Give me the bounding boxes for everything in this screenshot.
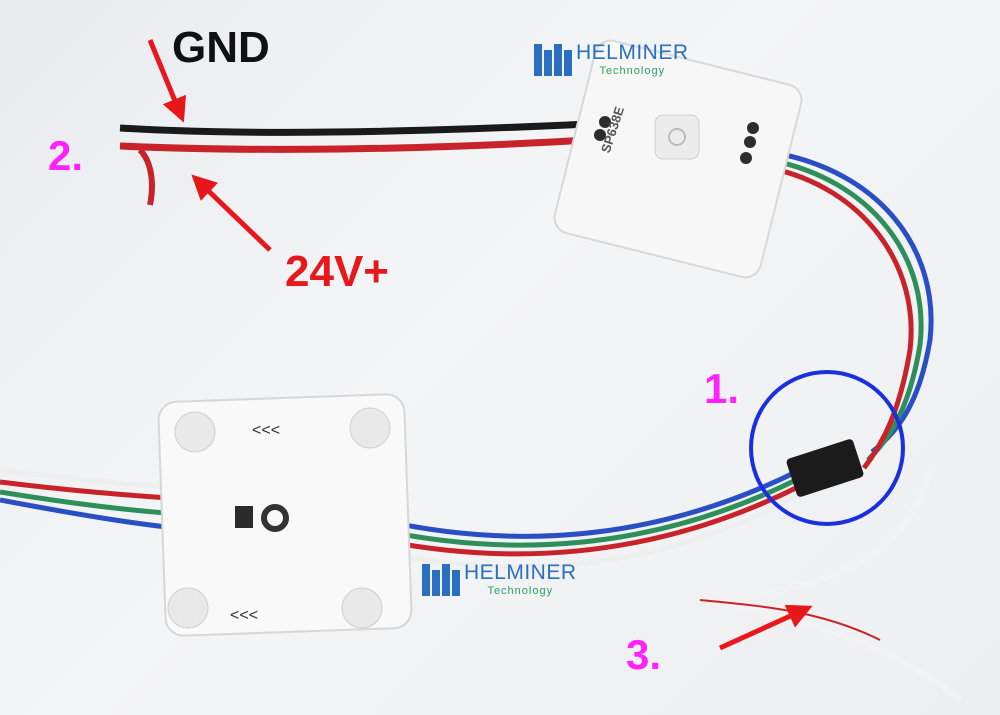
controller-box <box>553 39 803 279</box>
led-module-board: <<< <<< <box>157 393 413 637</box>
rgb-cable-lower <box>379 467 802 570</box>
mount-hole-icon <box>261 504 289 532</box>
led-lens-icon <box>167 587 209 629</box>
v24-label: 24V+ <box>285 247 389 296</box>
led-lens-icon <box>174 411 216 453</box>
step-1-label: 1. <box>704 365 740 412</box>
watermark-sub: Technology <box>599 64 666 77</box>
watermark-top: HELMINER Technology <box>534 40 689 78</box>
led-lens-icon <box>341 587 383 629</box>
terminal-icon <box>744 136 756 148</box>
connector-highlight-circle <box>749 370 905 526</box>
gnd-label: GND <box>172 23 270 72</box>
helminer-logo-icon <box>534 44 572 76</box>
led-lens-icon <box>349 407 391 449</box>
step-3-label: 3. <box>626 631 662 678</box>
step-2-label: 2. <box>48 132 84 179</box>
watermark-bottom: HELMINER Technology <box>422 560 577 598</box>
helminer-logo-icon <box>422 564 460 596</box>
annotation-arrows <box>147 39 813 651</box>
jst-connector <box>786 439 864 497</box>
terminal-icon <box>599 116 611 128</box>
svg-text:<<<: <<< <box>252 422 280 439</box>
power-wires <box>119 120 589 206</box>
watermark-sub: Technology <box>487 584 554 597</box>
watermark-name: HELMINER <box>464 560 577 584</box>
svg-text:<<<: <<< <box>230 607 258 624</box>
watermark-name: HELMINER <box>576 40 689 64</box>
rgb-cable-upper <box>769 149 934 470</box>
chip-icon <box>235 506 253 528</box>
power-button-icon <box>654 114 700 160</box>
terminal-icon <box>740 152 752 164</box>
terminal-icon <box>747 122 759 134</box>
terminal-icon <box>594 129 606 141</box>
